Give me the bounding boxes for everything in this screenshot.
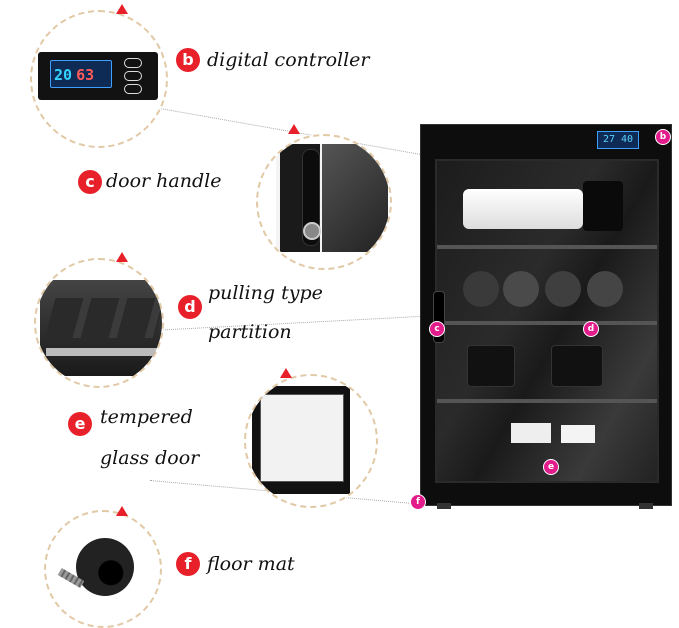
humidity-readout: 63 bbox=[76, 66, 95, 84]
accessory-box bbox=[561, 425, 595, 443]
label-door-handle: door handle bbox=[106, 170, 222, 192]
triangle-marker-icon bbox=[116, 4, 128, 14]
rubber-foot bbox=[76, 538, 134, 596]
label-pulling-type: pulling type bbox=[208, 282, 323, 304]
temperature-readout: 20 bbox=[54, 66, 73, 84]
shelf bbox=[437, 321, 657, 325]
marker-f: f bbox=[410, 494, 426, 510]
cabinet-display: 27 40 bbox=[597, 131, 639, 149]
glass-pane bbox=[260, 394, 344, 482]
shelf bbox=[437, 245, 657, 249]
triangle-marker-icon bbox=[116, 252, 128, 262]
door-handle-zoom-circle bbox=[256, 134, 392, 270]
label-floor-mat: floor mat bbox=[207, 553, 295, 575]
cabinet-foot bbox=[437, 503, 451, 509]
partition-zoom-circle bbox=[34, 258, 164, 388]
controller-button-mode bbox=[124, 71, 142, 81]
marker-c: c bbox=[429, 321, 445, 337]
partition-rail bbox=[46, 348, 162, 356]
accessory-box bbox=[511, 423, 551, 443]
triangle-marker-icon bbox=[280, 368, 292, 378]
badge-f: f bbox=[176, 552, 200, 576]
lens-cap bbox=[587, 271, 623, 307]
cabinet-interior bbox=[322, 144, 388, 252]
floor-mat-zoom-circle bbox=[44, 510, 162, 628]
marker-b: b bbox=[655, 129, 671, 145]
partition-slats bbox=[44, 298, 162, 338]
badge-e: e bbox=[68, 412, 92, 436]
camera-body bbox=[551, 345, 603, 387]
shelf bbox=[437, 399, 657, 403]
label-glass-door: glass door bbox=[100, 447, 200, 469]
badge-b: b bbox=[176, 48, 200, 72]
marker-d: d bbox=[583, 321, 599, 337]
lens-cap bbox=[503, 271, 539, 307]
cabinet-glass bbox=[433, 159, 659, 483]
door-frame bbox=[252, 386, 350, 494]
label-digital-controller: digital controller bbox=[207, 49, 370, 71]
camera-body bbox=[467, 345, 515, 387]
cabinet-foot bbox=[639, 503, 653, 509]
label-partition: partition bbox=[208, 321, 292, 343]
triangle-marker-icon bbox=[116, 506, 128, 516]
badge-d: d bbox=[178, 295, 202, 319]
camera-body bbox=[583, 181, 623, 231]
marker-e: e bbox=[543, 459, 559, 475]
controller-button-down bbox=[124, 84, 142, 94]
glass-door-zoom-circle bbox=[244, 374, 378, 508]
controller-button-up bbox=[124, 58, 142, 68]
handle-bar bbox=[302, 149, 320, 246]
lens-cap bbox=[545, 271, 581, 307]
triangle-marker-icon bbox=[288, 124, 300, 134]
telephoto-lens bbox=[463, 189, 583, 229]
lock-icon bbox=[303, 222, 321, 240]
dry-cabinet: 27 40 b c d e bbox=[420, 124, 672, 509]
badge-c: c bbox=[78, 170, 102, 194]
lens-cap bbox=[463, 271, 499, 307]
label-tempered: tempered bbox=[100, 406, 193, 428]
